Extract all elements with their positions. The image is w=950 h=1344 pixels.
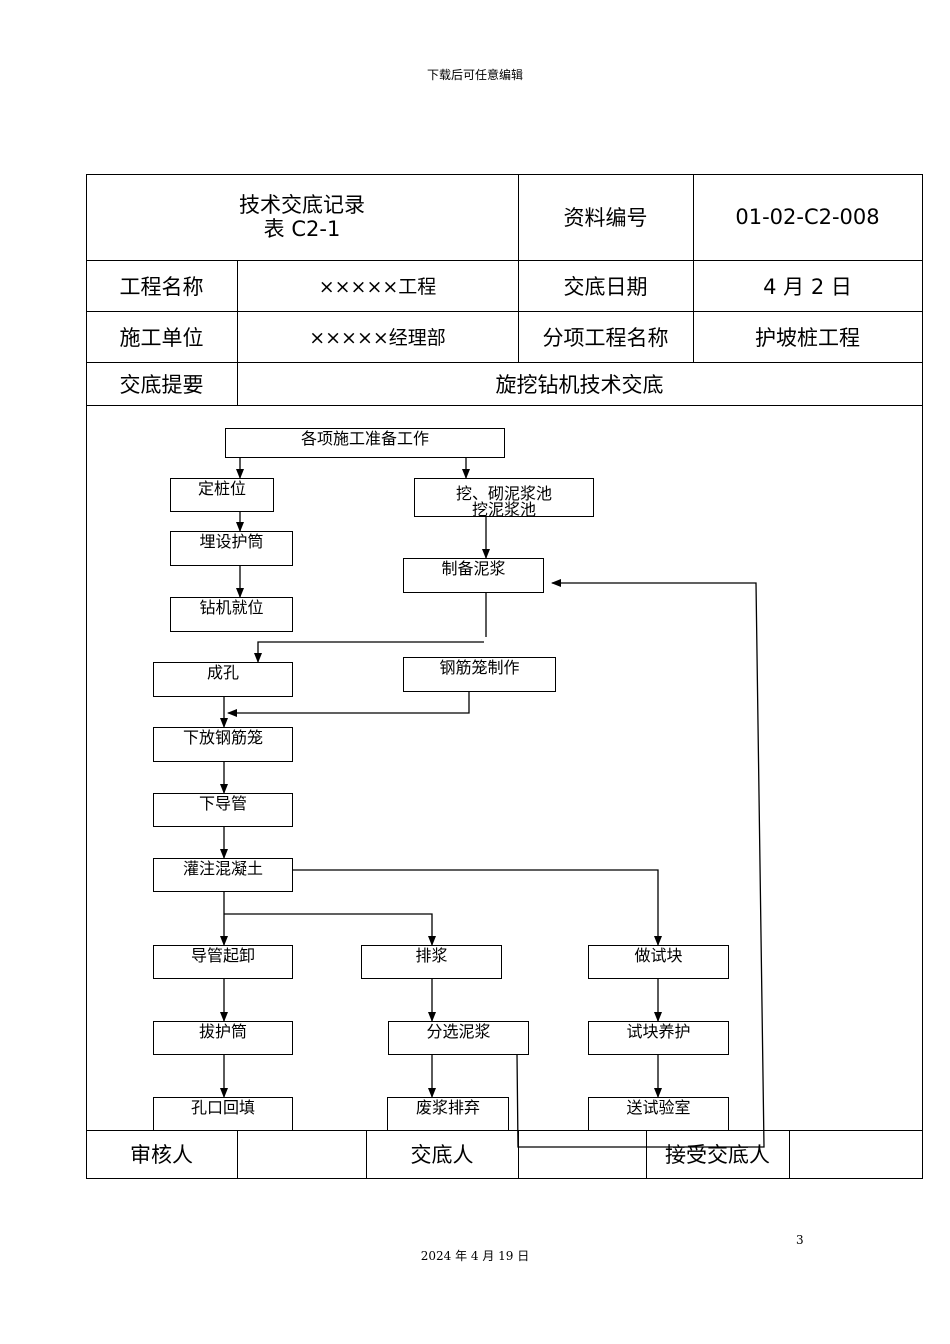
doc-no-label: 资料编号 [563,206,648,230]
flow-prep: 各项施工准备工作 [225,428,505,458]
flow-dig-pool: 挖、砌泥浆池 挖泥浆池 [414,478,594,517]
summary-label: 交底提要 [119,372,204,397]
form-title-code: 表 C2-1 [263,217,341,241]
summary-value: 旋挖钻机技术交底 [495,372,664,397]
flow-make-slurry: 制备泥浆 [403,558,544,593]
flow-pile-position: 定桩位 [170,478,274,512]
reviewer-label: 审核人 [130,1143,193,1167]
date-value: 4 月 2 日 [763,274,852,299]
page-number: 3 [796,1233,804,1247]
unit-value: ×××××经理部 [309,327,446,349]
flow-bury-casing: 埋设护筒 [170,531,293,566]
flow-test-block: 做试块 [588,945,729,979]
flow-bore: 成孔 [153,662,293,697]
flow-remove-pipe: 导管起卸 [153,945,293,979]
form-title-main: 技术交底记录 [239,193,365,217]
flow-discharge: 排浆 [361,945,502,979]
flow-pour: 灌注混凝土 [153,858,293,892]
date-label: 交底日期 [563,274,648,299]
form-title: 技术交底记录 表 C2-1 [86,174,518,260]
flow-lower-cage: 下放钢筋笼 [153,727,293,762]
unit-label: 施工单位 [119,325,204,350]
flow-dig-pool-label: 挖、砌泥浆池 [455,484,552,503]
flow-dig-pool-overflow: 挖泥浆池 [471,500,536,517]
receiver-label: 接受交底人 [665,1143,770,1167]
flow-lower-pipe: 下导管 [153,793,293,827]
discloser-label: 交底人 [410,1143,474,1167]
footer-date: 2024 年 4 月 19 日 [420,1249,530,1263]
flow-cage-make: 钢筋笼制作 [403,657,556,692]
flow-backfill: 孔口回填 [153,1097,293,1131]
header-note: 下载后可任意编辑 [426,68,523,82]
flow-rig-position: 钻机就位 [170,597,293,632]
subitem-value: 护坡桩工程 [755,325,860,350]
project-label: 工程名称 [119,274,204,299]
flow-pull-casing: 拔护筒 [153,1021,293,1055]
flow-send-lab: 送试验室 [588,1097,729,1131]
subitem-label: 分项工程名称 [542,325,669,350]
doc-no-value: 01-02-C2-008 [735,205,880,229]
flow-sort-slurry: 分选泥浆 [388,1021,529,1055]
project-value: ×××××工程 [318,276,437,298]
flow-cure-block: 试块养护 [588,1021,729,1055]
flow-waste-slurry: 废浆排弃 [387,1097,509,1131]
